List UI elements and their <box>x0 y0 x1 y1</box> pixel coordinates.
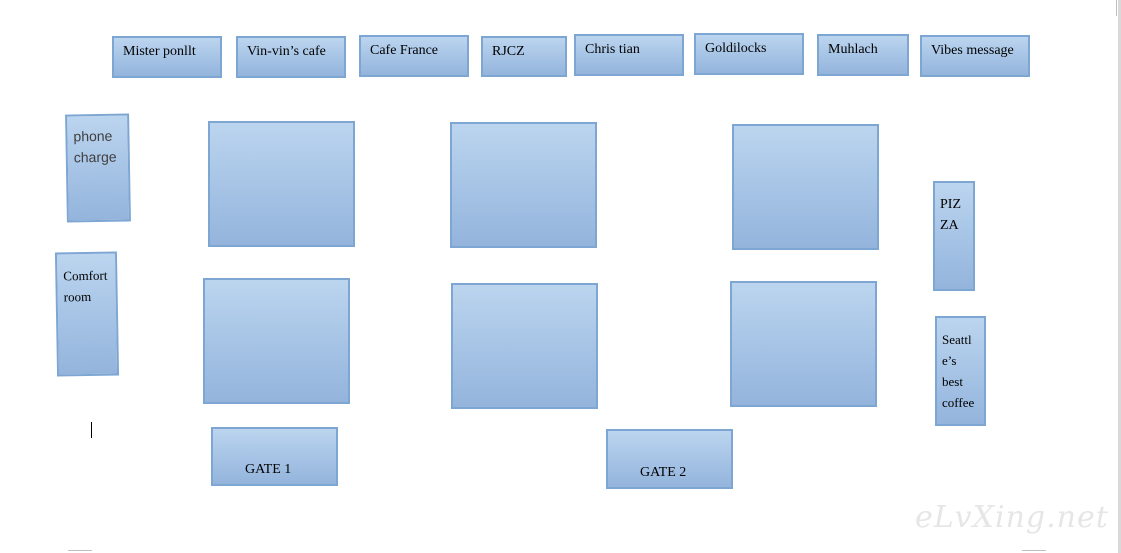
seattles-best-coffee-label: Seattl e’s best coffee <box>942 332 975 410</box>
stall-vibes-message[interactable]: Vibes message <box>920 35 1030 77</box>
gate-1-label: GATE 1 <box>245 462 292 477</box>
watermark: eLvXing.net <box>915 500 1109 535</box>
stall-label: RJCZ <box>492 44 525 59</box>
comfort-room-box[interactable]: Comfort room <box>54 251 120 377</box>
page-corner-mark-left <box>68 550 92 551</box>
table-1[interactable] <box>208 121 355 247</box>
stall-cafe-france[interactable]: Cafe France <box>359 35 469 77</box>
stall-label: Mister ponllt <box>123 44 196 59</box>
table-6[interactable] <box>730 281 877 407</box>
pizza-label: PIZ ZA <box>940 197 961 233</box>
phone-charge-box[interactable]: phone charge <box>65 113 131 223</box>
stall-label: Vibes message <box>931 43 1014 58</box>
table-2[interactable] <box>450 122 597 248</box>
stall-vin-vins-cafe[interactable]: Vin-vin’s cafe <box>236 36 346 78</box>
text-cursor <box>91 422 92 438</box>
stall-label: Muhlach <box>828 42 878 57</box>
seattles-best-coffee-box[interactable]: Seattl e’s best coffee <box>935 316 986 426</box>
page-margin-mark <box>1116 0 1117 16</box>
page-corner-mark-right <box>1022 550 1046 551</box>
page-right-edge <box>1118 0 1121 553</box>
stall-label: Cafe France <box>370 43 439 58</box>
stall-rjcz[interactable]: RJCZ <box>481 36 567 77</box>
stall-label: Vin-vin’s cafe <box>247 44 326 59</box>
stall-goldilocks[interactable]: Goldilocks <box>694 33 804 75</box>
stall-muhlach[interactable]: Muhlach <box>817 34 909 76</box>
table-3[interactable] <box>732 124 879 250</box>
stall-label: Chris tian <box>585 42 640 57</box>
table-4[interactable] <box>203 278 350 404</box>
comfort-room-label: Comfort room <box>63 267 108 305</box>
table-5[interactable] <box>451 283 598 409</box>
gate-2[interactable]: GATE 2 <box>606 429 733 489</box>
gate-1[interactable]: GATE 1 <box>211 427 338 486</box>
gate-2-label: GATE 2 <box>640 465 687 480</box>
pizza-box[interactable]: PIZ ZA <box>933 181 975 291</box>
stall-chris-tian[interactable]: Chris tian <box>574 34 684 76</box>
stall-mister-ponllt[interactable]: Mister ponllt <box>112 36 222 78</box>
phone-charge-label: phone charge <box>73 127 117 166</box>
stall-label: Goldilocks <box>705 41 767 56</box>
